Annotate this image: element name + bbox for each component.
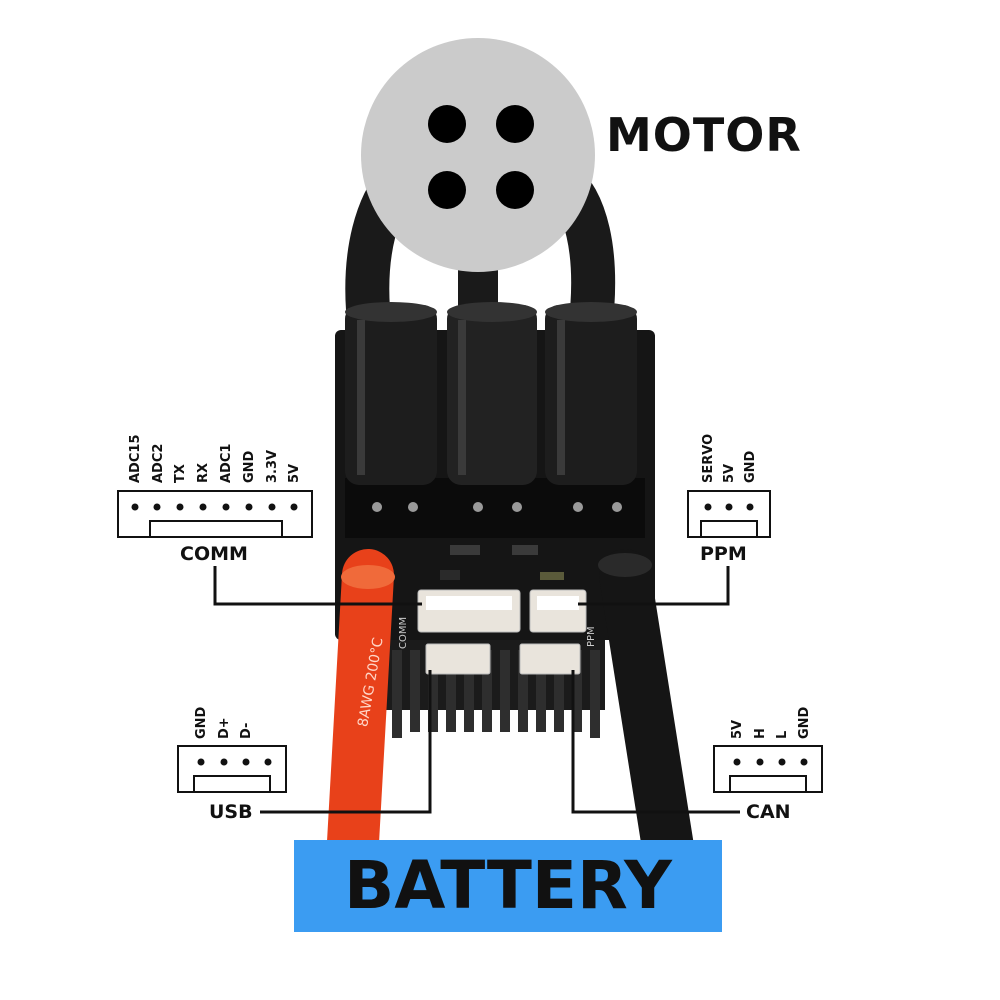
ppm-pin-label: 5V xyxy=(722,463,737,483)
can-label: CAN xyxy=(746,801,791,823)
usb-pin-label: D- xyxy=(239,722,254,739)
can-pin-diagram xyxy=(713,745,823,793)
silk-comm-text: COMM xyxy=(398,616,409,649)
can-pin-label: H xyxy=(753,728,768,739)
motor-connector-icon xyxy=(361,38,595,272)
comm-pin-label: ADC1 xyxy=(219,443,234,483)
comm-label: COMM xyxy=(180,543,248,565)
ppm-pin-label: GND xyxy=(743,450,758,483)
silk-ppm-text: PPM xyxy=(586,626,597,647)
leader-lines xyxy=(213,566,740,814)
comm-pin-label: ADC2 xyxy=(151,443,166,483)
ppm-pin-label: SERVO xyxy=(701,433,716,483)
usb-pin-diagram xyxy=(177,745,287,793)
battery-banner: BATTERY xyxy=(294,840,722,932)
comm-pin-label: 3.3V xyxy=(265,449,280,483)
comm-pin-label: GND xyxy=(242,450,257,483)
motor-label: MOTOR xyxy=(606,108,802,162)
battery-label: BATTERY xyxy=(344,847,672,924)
onboard-connectors xyxy=(417,589,587,675)
can-pin-label: L xyxy=(775,730,790,739)
ppm-pin-diagram xyxy=(687,490,771,538)
usb-pin-label: GND xyxy=(194,706,209,739)
ppm-label: PPM xyxy=(700,543,747,565)
comm-pin-label: 5V xyxy=(287,463,302,483)
comm-pin-label: ADC15 xyxy=(128,434,143,483)
capacitors xyxy=(345,302,637,485)
comm-pin-diagram xyxy=(117,490,313,538)
comm-pin-label: RX xyxy=(196,462,211,483)
comm-pin-label: TX xyxy=(173,464,188,483)
usb-label: USB xyxy=(209,801,253,823)
can-pin-label: 5V xyxy=(730,719,745,739)
can-pin-label: GND xyxy=(797,706,812,739)
usb-pin-label: D+ xyxy=(217,717,232,739)
